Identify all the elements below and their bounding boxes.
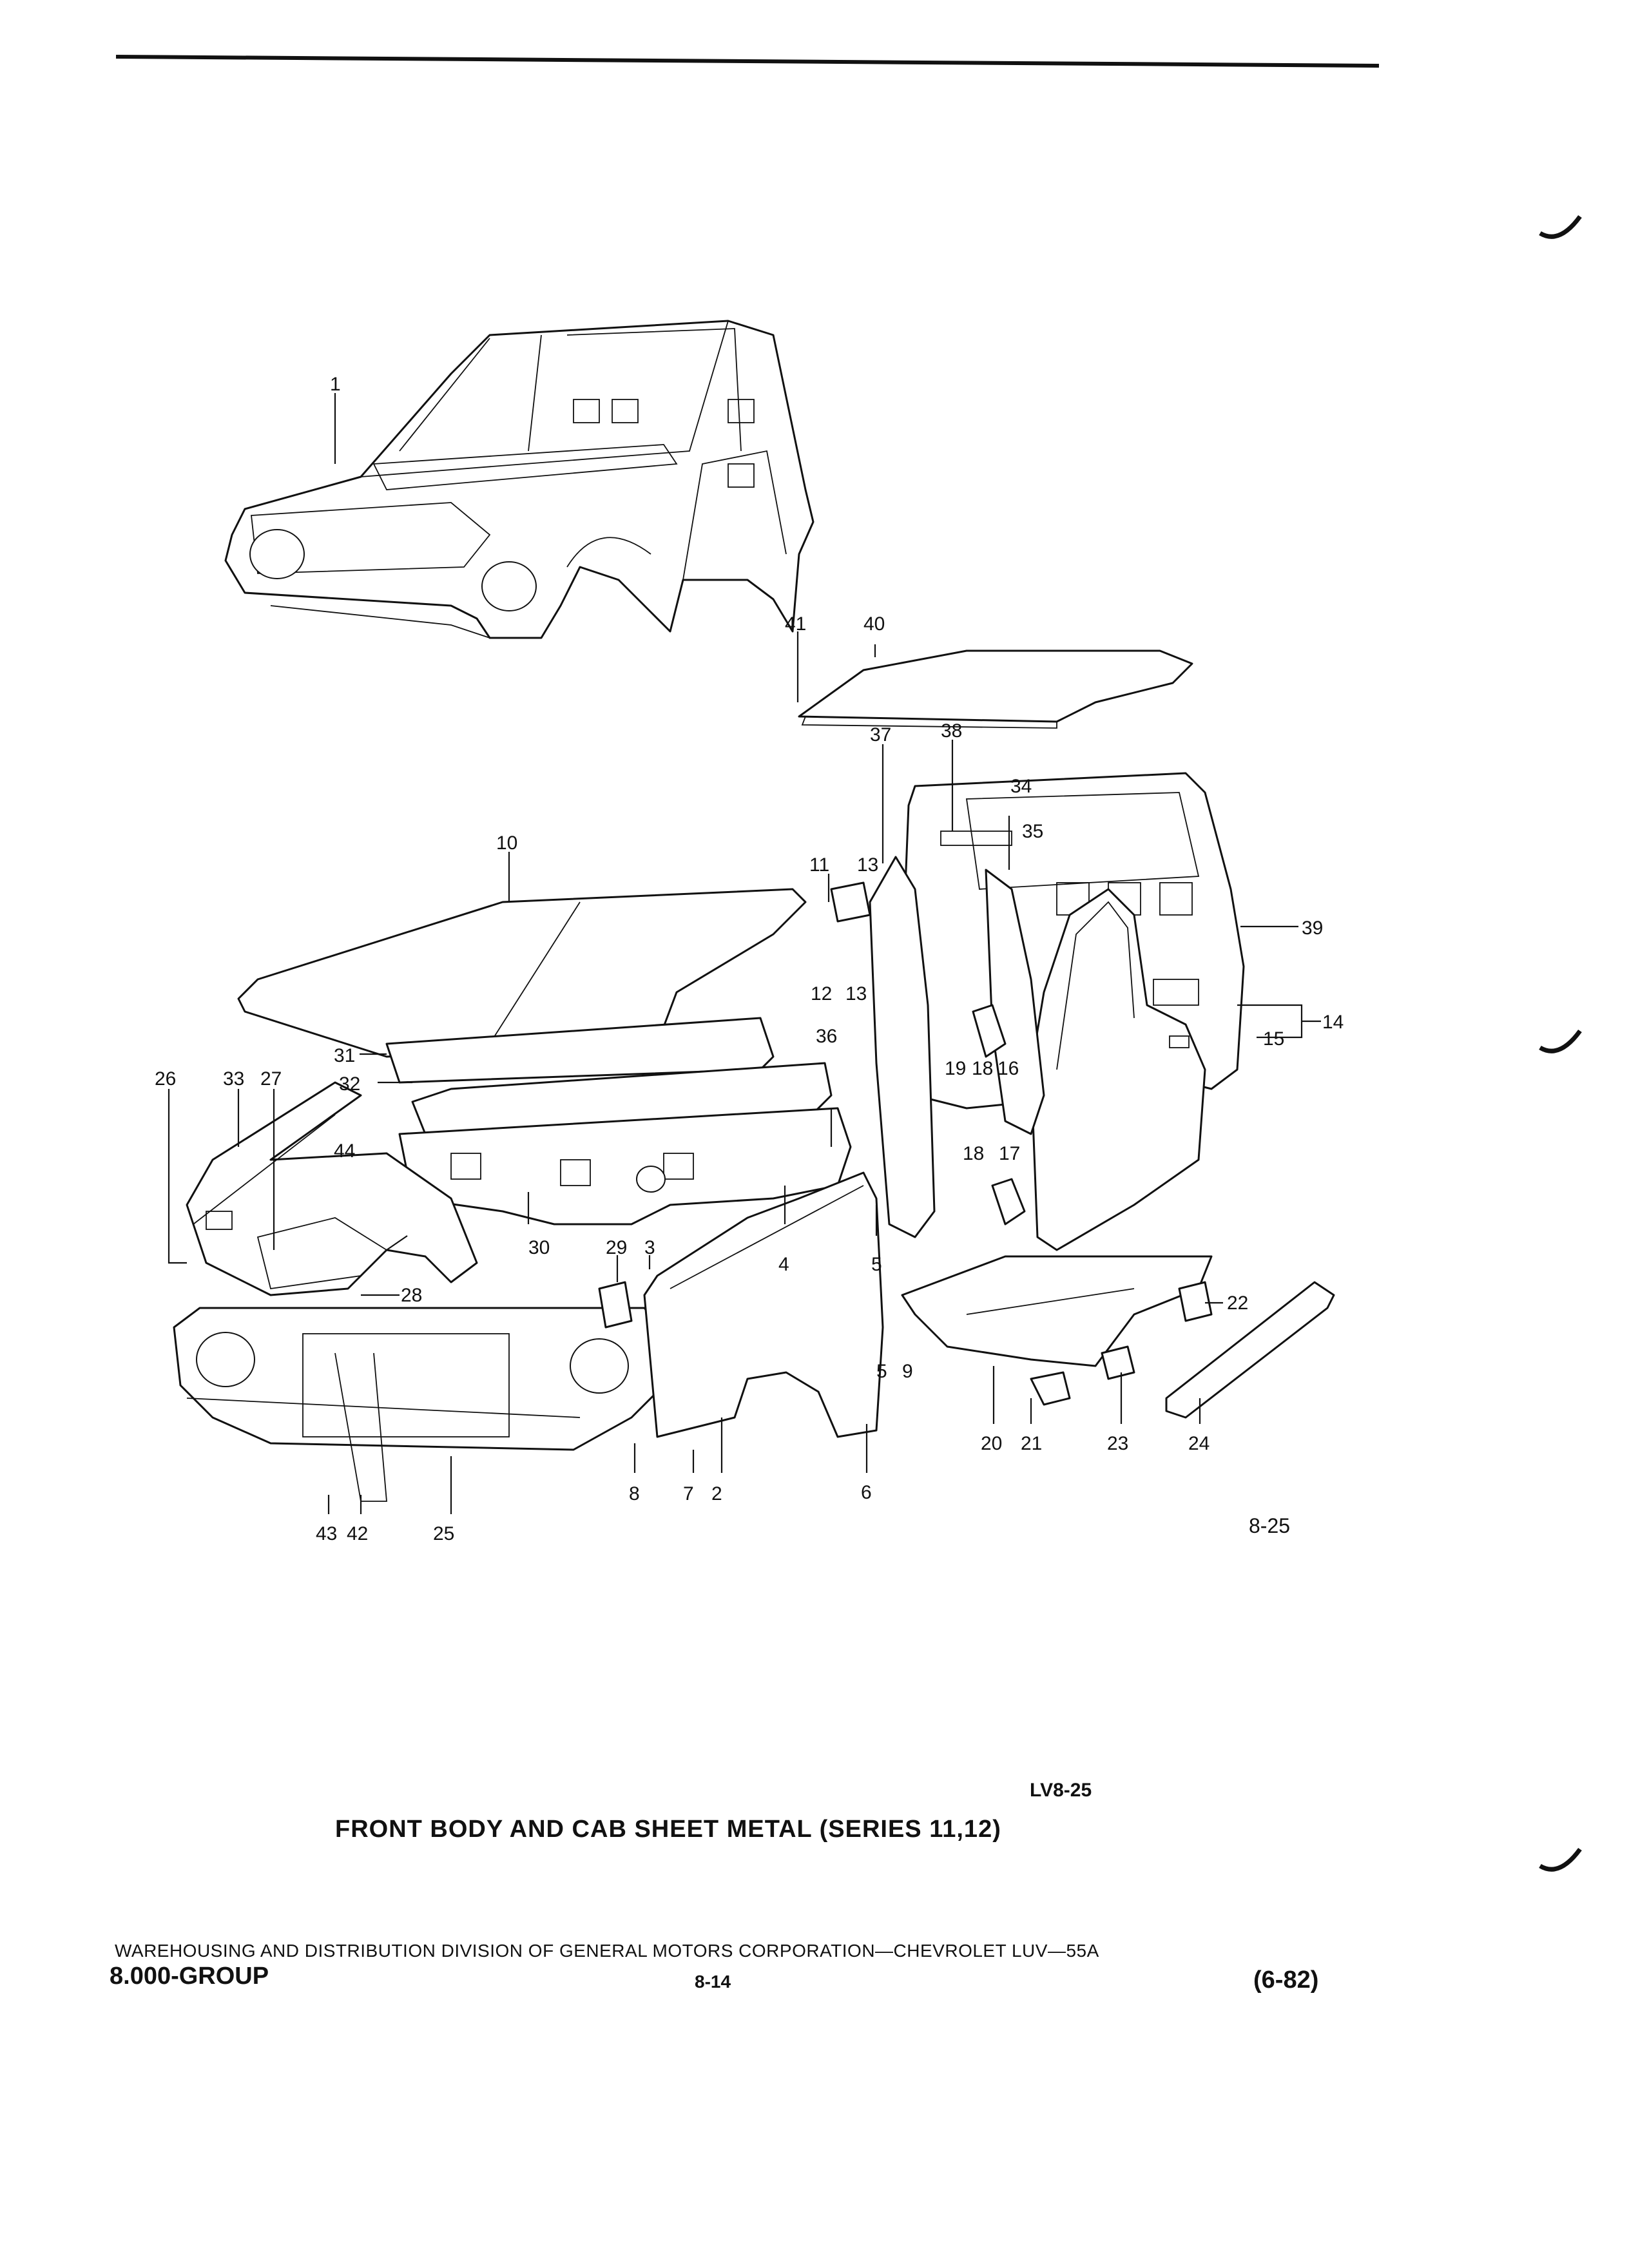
callout-32: 32 [339, 1073, 360, 1095]
callout-34: 34 [1010, 776, 1032, 797]
callout-43: 43 [316, 1523, 337, 1544]
binding-mark [1539, 1847, 1582, 1872]
callout-25: 25 [433, 1523, 454, 1544]
callout-5-lower: 5 [876, 1361, 887, 1382]
callout-30: 30 [528, 1237, 550, 1258]
callout-39: 39 [1302, 918, 1323, 939]
diagram-title: FRONT BODY AND CAB SHEET METAL (SERIES 1… [335, 1816, 1001, 1843]
callout-24: 24 [1188, 1433, 1210, 1454]
dash-panel [398, 1107, 852, 1225]
callout-40: 40 [863, 613, 885, 635]
assembled-body-shell [224, 320, 815, 639]
callout-7: 7 [683, 1483, 694, 1504]
callout-36: 36 [816, 1026, 837, 1047]
leader-lines [168, 393, 1321, 1514]
callout-8: 8 [629, 1483, 640, 1504]
callout-labels: 1 41 40 37 38 34 35 10 11 13 12 13 39 14… [155, 374, 1344, 1544]
callout-6: 6 [861, 1482, 872, 1503]
callout-22: 22 [1227, 1293, 1248, 1314]
callout-26: 26 [155, 1068, 176, 1090]
callout-10: 10 [496, 832, 517, 854]
binding-mark [1539, 215, 1582, 239]
callout-2: 2 [711, 1483, 722, 1504]
binding-mark [1539, 1029, 1582, 1053]
callout-31: 31 [334, 1045, 355, 1066]
small-brackets [598, 881, 1213, 1406]
callout-21: 21 [1021, 1433, 1042, 1454]
callout-19: 19 [945, 1058, 966, 1079]
hood [237, 888, 807, 1058]
callout-11: 11 [809, 854, 829, 876]
figure-reference: 8-25 [1249, 1514, 1291, 1537]
callout-5: 5 [871, 1254, 882, 1275]
callout-38: 38 [941, 720, 962, 742]
callout-44: 44 [334, 1140, 355, 1162]
callout-37: 37 [870, 724, 891, 745]
callout-4: 4 [778, 1254, 789, 1275]
footer-page-number: 8-14 [695, 1972, 731, 1992]
callout-27: 27 [260, 1068, 282, 1090]
roof-panel [798, 649, 1193, 729]
rocker-panel [1165, 1281, 1335, 1419]
callout-13: 13 [857, 854, 878, 876]
front-inner-fender [186, 1081, 478, 1296]
front-door [1030, 888, 1206, 1251]
figure-code: LV8-25 [1030, 1780, 1092, 1801]
floor-panel [901, 1255, 1213, 1367]
callout-14: 14 [1322, 1012, 1344, 1033]
callout-16: 16 [998, 1058, 1019, 1079]
callout-12: 12 [811, 983, 832, 1004]
callout-41: 41 [785, 613, 806, 635]
callout-18-lower: 18 [963, 1143, 984, 1164]
door-opening-frame [869, 856, 1045, 1238]
callout-15: 15 [1263, 1028, 1284, 1050]
callout-20: 20 [981, 1433, 1002, 1454]
footer-publisher-line: WAREHOUSING AND DISTRIBUTION DIVISION OF… [115, 1941, 1099, 1961]
callout-18: 18 [972, 1058, 993, 1079]
callout-35: 35 [1022, 821, 1043, 842]
footer-date: (6-82) [1253, 1966, 1319, 1994]
front-fender [643, 1171, 884, 1438]
callout-1: 1 [330, 374, 341, 395]
callout-29: 29 [606, 1237, 627, 1258]
callout-9: 9 [902, 1361, 913, 1382]
callout-33: 33 [223, 1068, 244, 1090]
footer-group: 8.000-GROUP [110, 1963, 269, 1990]
callout-28: 28 [401, 1285, 422, 1306]
callout-42: 42 [347, 1523, 368, 1544]
callout-13-lower: 13 [845, 983, 867, 1004]
callout-3: 3 [644, 1237, 655, 1258]
callout-23: 23 [1107, 1433, 1128, 1454]
radiator-support [173, 1307, 665, 1502]
callout-17: 17 [999, 1143, 1020, 1164]
top-rule [115, 55, 1380, 68]
